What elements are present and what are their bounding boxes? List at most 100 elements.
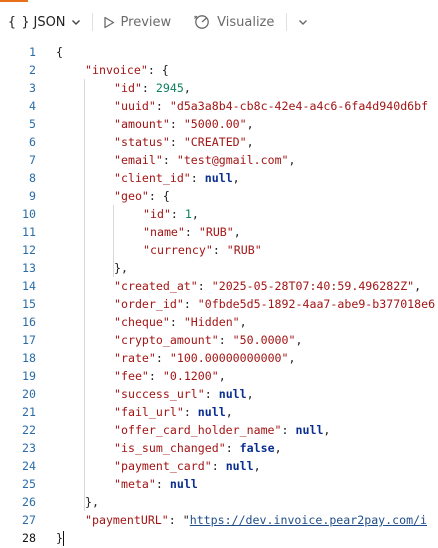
line-number: 18 — [22, 351, 36, 365]
code-line: 16"cheque": "Hidden", — [0, 313, 438, 331]
code-token: , — [218, 369, 226, 383]
code-content: } — [56, 529, 63, 547]
code-line: 23 "is_sum_changed": false, — [0, 439, 438, 457]
code-content: "crypto_amount": "50.0000", — [114, 331, 302, 349]
code-token: false — [239, 441, 275, 455]
code-token: , — [274, 441, 282, 455]
code-content: "paymentURL": "https://dev.invoice.pear2… — [85, 511, 427, 529]
play-icon — [103, 16, 114, 28]
code-token: "is_sum_changed" — [114, 441, 226, 455]
line-number: 12 — [22, 243, 36, 257]
indent-guide — [113, 205, 114, 277]
code-token: "50.0000" — [232, 333, 296, 347]
code-token: , — [183, 81, 191, 95]
line-number: 2 — [29, 63, 36, 77]
code-content: "amount": "5000.00", — [114, 115, 254, 133]
code-token: null — [204, 171, 233, 185]
preview-button[interactable]: Preview — [103, 15, 171, 30]
code-token: : — [169, 135, 184, 149]
code-content: }, — [85, 493, 99, 511]
code-token: : — [225, 441, 240, 455]
line-number: 21 — [22, 405, 36, 419]
visualize-button[interactable]: Visualize — [193, 14, 274, 30]
code-line: 2"invoice": { — [0, 61, 438, 79]
code-token: "5000.00" — [183, 117, 247, 131]
code-token: "cheque" — [114, 315, 170, 329]
code-token: "meta" — [114, 477, 156, 491]
json-response-editor[interactable]: 1{2"invoice": {3"id": 2945,4"uuid": "d5a… — [0, 42, 438, 548]
code-content: "status": "CREATED", — [114, 133, 254, 151]
code-token: "paymentURL" — [85, 513, 169, 527]
line-number: 9 — [29, 189, 36, 203]
code-line: 5"amount": "5000.00", — [0, 115, 438, 133]
line-number: 13 — [22, 261, 36, 275]
indent-guide — [84, 79, 85, 511]
code-token: , — [288, 351, 296, 365]
code-token: "id" — [143, 207, 171, 221]
line-number: 23 — [22, 441, 36, 455]
code-token: , — [288, 153, 296, 167]
toolbar-divider — [286, 13, 288, 31]
code-token: : — [169, 315, 184, 329]
line-number: 20 — [22, 387, 36, 401]
code-token: , — [295, 333, 303, 347]
code-content: "offer_card_holder_name": null, — [114, 421, 330, 439]
code-line: 3"id": 2945, — [0, 79, 438, 97]
code-line: 4"uuid": "d5a3a8b4-cb8c-42e4-a4c6-6fa4d9… — [0, 97, 438, 115]
code-line: 14"created_at": "2025-05-28T07:40:59.496… — [0, 277, 438, 295]
code-token: , — [253, 459, 261, 473]
code-line: 10"id": 1, — [0, 205, 438, 223]
code-content: "order_id": "0fbde5d5-1892-4aa7-abe9-b37… — [114, 295, 435, 313]
code-token: "uuid" — [114, 99, 156, 113]
code-line: 22 "offer_card_holder_name": null, — [0, 421, 438, 439]
code-token: , — [323, 423, 331, 437]
code-token: }, — [114, 261, 128, 275]
code-token: : — [211, 459, 226, 473]
code-token: "success_url" — [114, 387, 205, 401]
code-token: "RUB" — [198, 225, 234, 239]
code-line: 27"paymentURL": "https://dev.invoice.pea… — [0, 511, 438, 529]
code-token: "client_id" — [114, 171, 191, 185]
code-token: : — [170, 207, 185, 221]
line-number: 22 — [22, 423, 36, 437]
code-line: 28} — [0, 529, 438, 547]
code-token: , — [233, 225, 241, 239]
code-content: "is_sum_changed": false, — [114, 439, 282, 457]
code-token: : — [184, 225, 199, 239]
code-token: , — [246, 117, 254, 131]
code-content: "success_url": null, — [114, 385, 254, 403]
code-content: "fee": "0.1200", — [114, 367, 226, 385]
code-token: : — [218, 333, 233, 347]
code-token: : " — [168, 513, 190, 527]
line-number: 3 — [29, 81, 36, 95]
code-token: "fail_url" — [114, 405, 184, 419]
code-token: "rate" — [114, 351, 156, 365]
line-number: 19 — [22, 369, 36, 383]
response-toolbar: { } JSON Preview Visualize — [0, 2, 438, 42]
json-braces-icon: { } — [8, 14, 30, 30]
format-dropdown[interactable]: { } JSON — [8, 8, 82, 36]
code-content: "client_id": null, — [114, 169, 240, 187]
code-token: "Hidden" — [183, 315, 240, 329]
code-token: null — [225, 459, 254, 473]
code-line: 8"client_id": null, — [0, 169, 438, 187]
code-line: 1{ — [0, 43, 438, 61]
code-token: "test@gmail.com" — [176, 153, 289, 167]
code-line: 26}, — [0, 493, 438, 511]
code-line: 24"payment_card": null, — [0, 457, 438, 475]
line-number: 28 — [22, 531, 36, 545]
visualize-options-dropdown[interactable] — [293, 16, 309, 28]
code-line: 12"currency": "RUB" — [0, 241, 438, 259]
code-token: "crypto_amount" — [114, 333, 219, 347]
code-token: "payment_card" — [114, 459, 212, 473]
code-token: : — [212, 243, 227, 257]
code-content: "rate": "100.00000000000", — [114, 349, 296, 367]
payment-url-link[interactable]: https://dev.invoice.pear2pay.com/i — [189, 513, 428, 527]
line-number: 7 — [29, 153, 36, 167]
code-content: "fail_url": null, — [114, 403, 233, 421]
line-number: 26 — [22, 495, 36, 509]
line-number: 11 — [22, 225, 36, 239]
format-dropdown-label: JSON — [33, 14, 66, 30]
code-content: "uuid": "d5a3a8b4-cb8c-42e4-a4c6-6fa4d94… — [114, 97, 428, 115]
code-token: , — [239, 315, 247, 329]
